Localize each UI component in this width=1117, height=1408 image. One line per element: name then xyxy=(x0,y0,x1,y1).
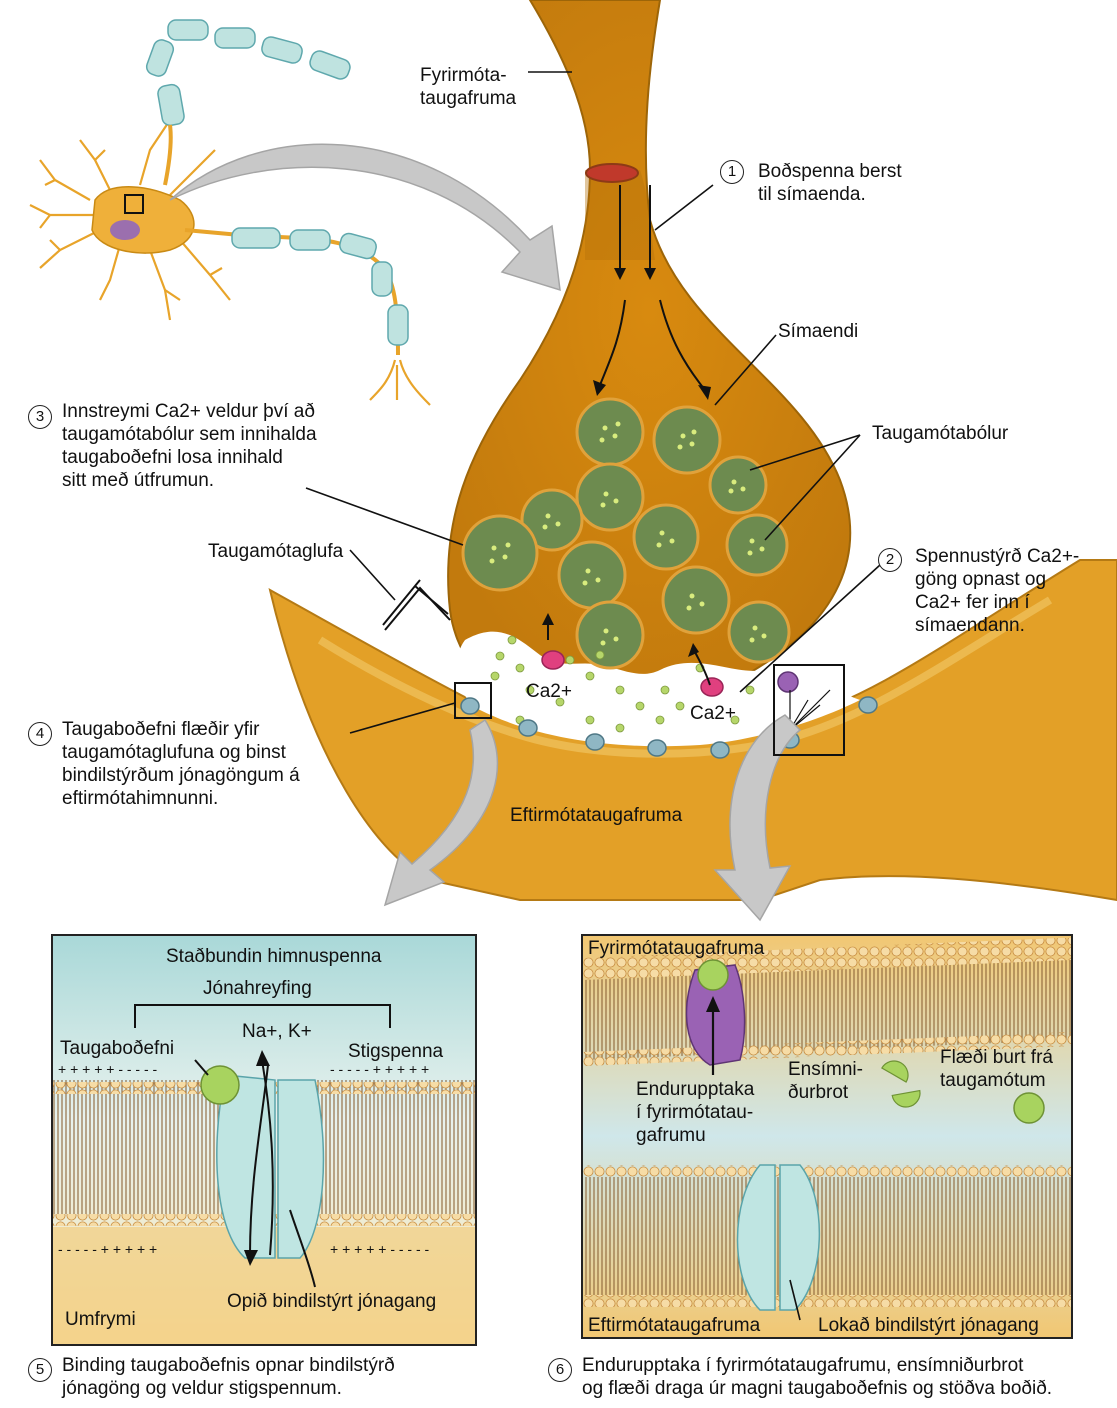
step-6-number: 6 xyxy=(548,1358,572,1382)
panel6-presynaptic-label: Fyrirmótataugafruma xyxy=(588,938,765,959)
vesicles-label: Taugamótabólur xyxy=(872,423,1009,444)
neuron-illustration xyxy=(29,19,431,406)
ions-label: Na+, K+ xyxy=(242,1021,312,1042)
synaptic-cleft xyxy=(456,631,860,747)
calcium-label-left: Ca2+ xyxy=(526,681,572,702)
postsynaptic-label: Eftirmótataugafruma xyxy=(510,805,683,826)
charges-top-left: + + + + + - - - - - xyxy=(58,1061,158,1077)
step-2-number: 2 xyxy=(878,548,902,572)
charges-top-right: - - - - - + + + + + xyxy=(330,1061,430,1077)
neurotransmitter-label: Taugaboðefni xyxy=(60,1038,175,1059)
charges-bottom-left: - - - - - + + + + + xyxy=(58,1241,158,1257)
panel-6 xyxy=(581,934,1073,1339)
step-6-caption: Endurupptaka í fyrirmótataugafrumu, ensí… xyxy=(582,1355,1053,1399)
step-3-number: 3 xyxy=(28,405,52,429)
vesicles xyxy=(461,397,791,670)
open-channel-label: Opið bindilstýrt jónagang xyxy=(227,1291,437,1312)
cytoplasm-label: Umfrymi xyxy=(65,1309,136,1330)
cleft-label: Taugamótaglufa xyxy=(208,541,344,562)
local-potential-label: Staðbundin himnuspenna xyxy=(166,946,382,967)
panel6-postsynaptic-label: Eftirmótataugafruma xyxy=(588,1315,761,1336)
step-5-number: 5 xyxy=(28,1358,52,1382)
panel-5 xyxy=(51,934,477,1346)
ion-movement-label: Jónahreyfing xyxy=(203,978,312,999)
step-1-number: 1 xyxy=(720,160,744,184)
closed-channel-label: Lokað bindilstýrt jónagang xyxy=(818,1315,1039,1336)
enzymatic-label: Ensímni-ðurbrot xyxy=(788,1059,863,1103)
calcium-label-right: Ca2+ xyxy=(690,703,736,724)
terminal-label: Símaendi xyxy=(778,321,859,342)
presynaptic-neuron-label: Fyrirmóta-taugafruma xyxy=(420,65,517,109)
charges-bottom-right: + + + + + - - - - - xyxy=(330,1241,430,1257)
step-4-number: 4 xyxy=(28,722,52,746)
reuptake-transporter xyxy=(777,671,799,693)
graded-potential-label: Stigspenna xyxy=(348,1041,444,1062)
calcium-channels xyxy=(541,650,724,697)
step-2-label: Spennustýrð Ca2+-göng opnast og Ca2+ fer… xyxy=(915,546,1080,636)
